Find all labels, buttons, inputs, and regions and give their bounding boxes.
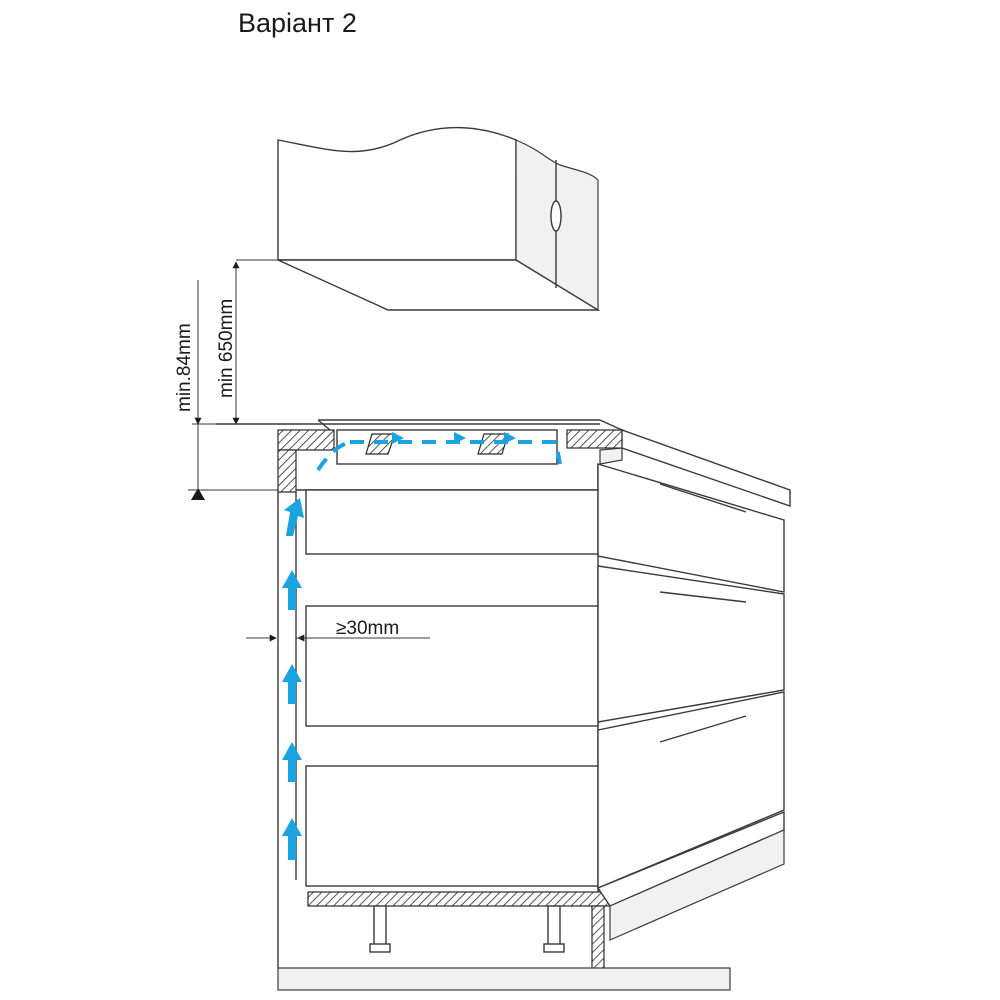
airflow-arrow-icon (284, 498, 304, 536)
dimension-side-gap: ≥30mm (246, 618, 430, 642)
min-650-label: min 650mm (216, 299, 237, 398)
airflow-arrow-icon (282, 664, 302, 704)
dimension-min-84: min.84mm (174, 280, 340, 500)
wall-cabinet (277, 126, 601, 312)
airflow-arrow-icon (454, 432, 466, 444)
side-gap-label: ≥30mm (336, 618, 399, 639)
diagram-title: Варіант 2 (238, 8, 357, 38)
airflow-arrow-icon (282, 570, 302, 610)
airflow-arrow-icon (392, 432, 404, 444)
airflow-arrow-icon (282, 818, 302, 860)
min-84-label: min.84mm (174, 323, 195, 412)
airflow-arrow-icon (504, 432, 516, 444)
airflow (282, 432, 562, 860)
dimension-min-650: min 650mm (216, 259, 290, 425)
worktop (216, 419, 791, 507)
base-cabinet (277, 449, 785, 991)
airflow-arrow-icon (282, 742, 302, 782)
cabinet-handle-icon (550, 200, 562, 232)
